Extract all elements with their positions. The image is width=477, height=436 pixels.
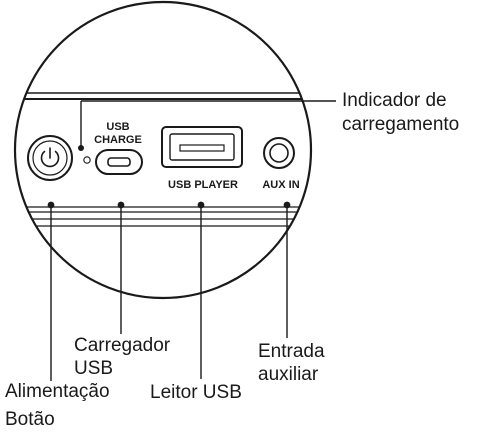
- device-body: [15, 92, 311, 227]
- power-button: [27, 135, 73, 181]
- aux-leader: [283, 201, 291, 338]
- aux-jack-icon: [263, 137, 295, 169]
- indicator-label-line2: carregamento: [342, 114, 460, 135]
- power-label-line2: Botão: [5, 409, 55, 430]
- charger-label-line1: Carregador: [74, 335, 171, 356]
- usb-reader-leader: [197, 201, 205, 379]
- charger-leader: [117, 201, 125, 334]
- power-leader: [47, 201, 55, 381]
- aux-label-line2: auxiliar: [258, 364, 319, 385]
- power-icon: [40, 147, 60, 168]
- usb-charge-label-line2: CHARGE: [94, 134, 142, 146]
- aux-in-label: AUX IN: [262, 179, 299, 191]
- usb-player-label: USB PLAYER: [168, 179, 238, 191]
- indicator-leader: [78, 100, 336, 151]
- charger-label-line2: USB: [74, 358, 114, 379]
- usb-charge-label-line1: USB: [106, 121, 129, 133]
- power-label-line1: Alimentação: [5, 381, 110, 402]
- usb-reader-label: Leitor USB: [150, 382, 242, 403]
- usb-a-port-icon: [161, 126, 243, 168]
- micro-usb-port-icon: [95, 149, 143, 175]
- indicator-label-line1: Indicador de: [342, 90, 447, 111]
- aux-label-line1: Entrada: [258, 341, 325, 362]
- led-indicator-icon: [83, 156, 91, 164]
